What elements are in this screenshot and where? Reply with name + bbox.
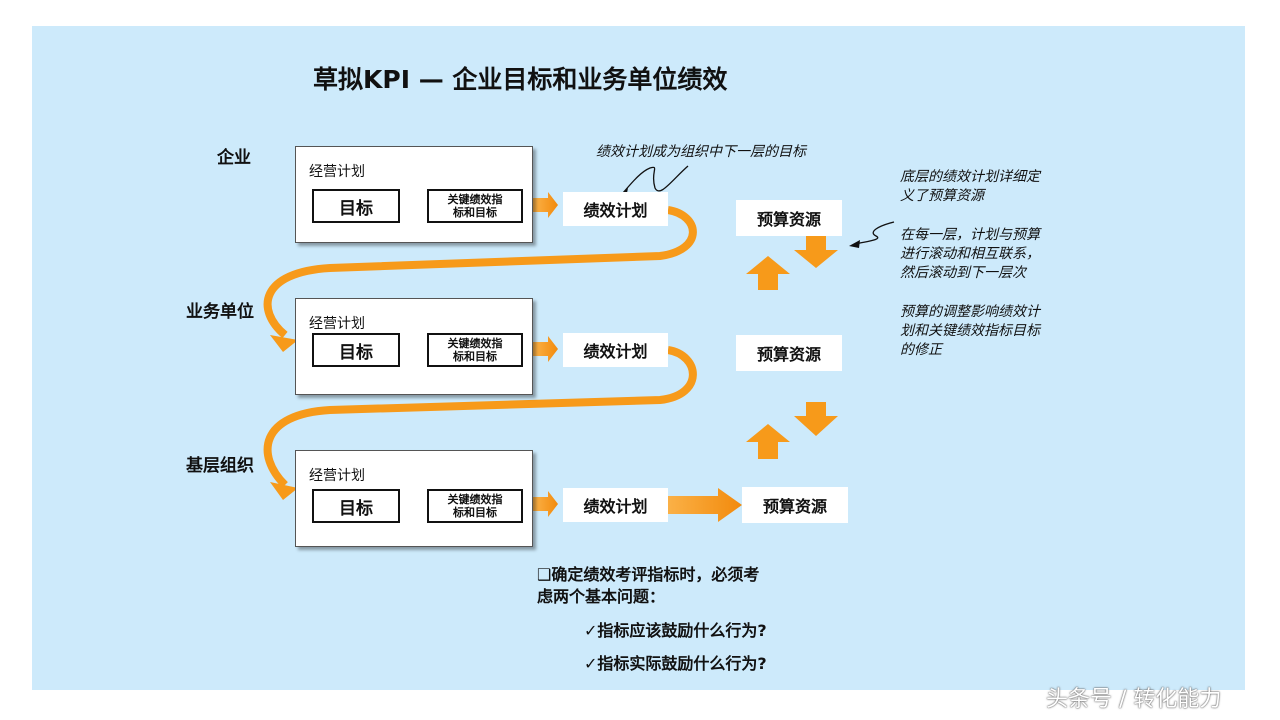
level-label-grassroots: 基层组织 <box>186 456 254 476</box>
kpi-text: 关键绩效指标和目标 <box>447 193 503 219</box>
budget-box-3: 预算资源 <box>742 487 848 523</box>
business-plan-panel-2: 经营计划 目标 关键绩效指标和目标 <box>295 298 533 395</box>
goal-box: 目标 <box>312 189 400 223</box>
down-arrow-1 <box>794 236 838 268</box>
kpi-box: 关键绩效指标和目标 <box>427 333 523 367</box>
up-arrow-2 <box>746 424 790 459</box>
kpi-perf-arrow-1 <box>533 192 558 218</box>
down-arrow-2 <box>794 402 838 436</box>
budget-box-1: 预算资源 <box>736 200 842 236</box>
note-budget-adjust: 预算的调整影响绩效计划和关键绩效指标目标的修正 <box>900 304 1040 358</box>
curve-arrowhead-2 <box>270 482 298 500</box>
goal-box: 目标 <box>312 489 400 523</box>
annotation-squiggle <box>621 165 689 195</box>
plan-title: 经营计划 <box>309 164 365 180</box>
kpi-perf-arrow-3 <box>533 491 558 517</box>
perf-plan-box-3: 绩效计划 <box>563 488 668 522</box>
budget-box-2: 预算资源 <box>736 335 842 371</box>
level-label-enterprise: 企业 <box>217 148 251 168</box>
question-intro-line1: ❑确定绩效考评指标时，必须考 <box>537 565 760 584</box>
question-intro-line2: 虑两个基本问题： <box>537 587 666 606</box>
goal-box: 目标 <box>312 333 400 367</box>
business-plan-panel-3: 经营计划 目标 关键绩效指标和目标 <box>295 450 533 547</box>
kpi-perf-arrow-2 <box>533 336 558 362</box>
watermark: 头条号 / 转化能力 <box>1046 687 1222 712</box>
kpi-text: 关键绩效指标和目标 <box>447 337 503 363</box>
perf-plan-box-1: 绩效计划 <box>563 192 668 226</box>
question-item-2: ✓指标实际鼓励什么行为? <box>584 654 767 673</box>
plan-title: 经营计划 <box>309 468 365 484</box>
question-item-1: ✓指标应该鼓励什么行为? <box>584 621 767 640</box>
rollover-curve-2 <box>263 346 697 488</box>
note-rolling-link: 在每一层，计划与预算进行滚动和相互联系，然后滚动到下一层次 <box>900 227 1040 281</box>
notes-arrowhead <box>849 240 860 248</box>
kpi-box: 关键绩效指标和目标 <box>427 189 523 223</box>
plan-title: 经营计划 <box>309 316 365 332</box>
perf-plan-box-2: 绩效计划 <box>563 333 668 367</box>
kpi-box: 关键绩效指标和目标 <box>427 489 523 523</box>
rollover-curve-1 <box>263 206 697 339</box>
annotation-next-level-goal: 绩效计划成为组织中下一层的目标 <box>596 144 806 160</box>
page-title: 草拟KPI — 企业目标和业务单位绩效 <box>313 65 728 94</box>
curve-arrowhead-1 <box>270 335 298 352</box>
level-label-business-unit: 业务单位 <box>186 302 254 322</box>
business-plan-panel-1: 经营计划 目标 关键绩效指标和目标 <box>295 146 533 243</box>
note-budget-detail: 底层的绩效计划详细定义了预算资源 <box>900 169 1040 204</box>
perf-budget-arrow <box>664 488 742 522</box>
kpi-text: 关键绩效指标和目标 <box>447 493 503 519</box>
up-arrow-1 <box>746 256 790 290</box>
notes-squiggle <box>855 221 895 245</box>
